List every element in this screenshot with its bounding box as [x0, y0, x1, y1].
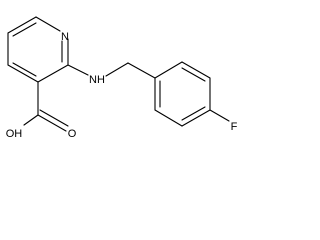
ring-bond-c3-c4b — [7, 64, 39, 83]
ring-bond-c5-n1 — [35, 16, 61, 32]
ring-bond-c4-c5-inner — [12, 22, 37, 37]
phenyl-bond-2-inner — [181, 67, 206, 82]
carboxylic-acid-group — [23, 81, 69, 132]
phenyl-bond-1 — [154, 61, 183, 79]
ring-bond-c2-c3 — [37, 64, 69, 83]
chemical-structure-diagram: N NH OH O F — [6, 16, 238, 140]
bond-ch2-to-phenyl — [127, 62, 156, 79]
phenyl-bond-4-inner — [181, 106, 206, 121]
bond-c2-to-nh — [67, 64, 89, 76]
pyridine-nitrogen-label: N — [61, 31, 69, 43]
bond-carboxyl-double-o — [37, 114, 67, 132]
carbonyl-oxygen-label: O — [68, 128, 77, 140]
phenyl-bond-4 — [181, 109, 211, 127]
fluorophenyl-ring — [154, 61, 230, 127]
hydroxyl-oh-label: OH — [6, 128, 23, 140]
bond-nh-to-ch2 — [105, 62, 129, 77]
pyridine-ring — [7, 16, 69, 83]
ring-bond-c4-c5 — [7, 16, 37, 34]
amine-nh-label: NH — [89, 74, 105, 86]
bond-carboxyl-to-oh — [23, 114, 39, 126]
fluorine-label: F — [231, 121, 238, 133]
amine-linker — [67, 62, 156, 79]
phenyl-bond-5 — [154, 109, 183, 127]
ring-bond-c3-c4b-inner — [12, 62, 37, 77]
bond-carboxyl-double-o-2 — [39, 109, 69, 127]
bond-phenyl-to-f — [209, 109, 230, 122]
phenyl-bond-2 — [181, 61, 211, 79]
